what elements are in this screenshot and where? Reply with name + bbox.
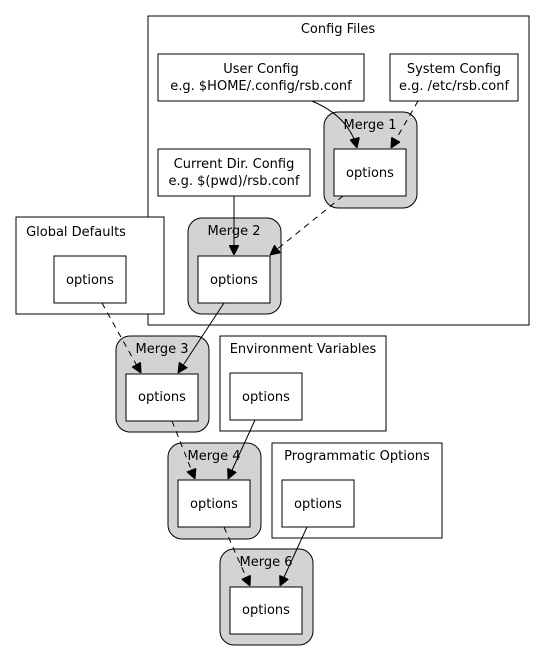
- cluster-environment-variables: Environment Variables options: [219, 335, 387, 432]
- cluster-global-defaults-label: Global Defaults: [26, 225, 126, 240]
- edge-environment-variables-to-merge-4: [228, 419, 256, 479]
- merge-4-cluster: Merge 4 options: [167, 442, 262, 540]
- edge-global-defaults-to-merge-3: [101, 302, 141, 373]
- cluster-environment-variables-label: Environment Variables: [230, 342, 377, 357]
- current-dir-config-title: Current Dir. Config: [174, 157, 295, 172]
- environment-variables-options-label: options: [242, 390, 290, 405]
- user-config-title: User Config: [223, 62, 298, 77]
- cluster-config-files-label: Config Files: [301, 22, 376, 37]
- edge-merge-1-to-merge-2: [270, 195, 344, 255]
- merge-6-options-label: options: [242, 603, 290, 618]
- edge-system-config-to-merge-1: [391, 100, 419, 148]
- merge-4-options-label: options: [190, 497, 238, 512]
- merge-4-label: Merge 4: [188, 449, 241, 464]
- edge-programmatic-options-to-merge-6: [280, 526, 308, 586]
- user-config-example: e.g. $HOME/.config/rsb.conf: [170, 79, 352, 94]
- merge-1-options-node: [333, 148, 407, 197]
- global-defaults-options-node: [53, 255, 127, 304]
- merge-6-options-node: [229, 586, 303, 635]
- merge-3-cluster: Merge 3 options: [115, 335, 210, 433]
- environment-variables-options-node: [229, 372, 303, 421]
- merge-4-options-node: [177, 479, 251, 528]
- merge-3-options-node: [125, 373, 199, 422]
- merge-2-cluster: Merge 2 options: [187, 217, 282, 315]
- programmatic-options-options-label: options: [294, 497, 342, 512]
- system-config-example: e.g. /etc/rsb.conf: [399, 79, 509, 94]
- cluster-programmatic-options-label: Programmatic Options: [284, 449, 430, 464]
- system-config-node: System Config e.g. /etc/rsb.conf: [389, 53, 519, 102]
- merge-1-options-label: options: [346, 166, 394, 181]
- system-config-title: System Config: [407, 62, 501, 77]
- merge-1-label: Merge 1: [344, 118, 397, 133]
- merge-2-options-label: options: [210, 273, 258, 288]
- current-dir-config-node: Current Dir. Config e.g. $(pwd)/rsb.conf: [157, 148, 311, 197]
- merge-3-options-label: options: [138, 390, 186, 405]
- merge-3-label: Merge 3: [136, 342, 189, 357]
- global-defaults-options-label: options: [66, 273, 114, 288]
- current-dir-config-example: e.g. $(pwd)/rsb.conf: [169, 174, 300, 189]
- programmatic-options-options-node: [281, 479, 355, 528]
- merge-1-cluster: Merge 1 options: [323, 111, 418, 209]
- merge-6-cluster: Merge 6 options: [219, 548, 314, 646]
- edge-user-config-to-merge-1: [311, 100, 357, 148]
- cluster-programmatic-options: Programmatic Options options: [271, 442, 443, 539]
- merge-2-options-node: [197, 255, 271, 304]
- user-config-node: User Config e.g. $HOME/.config/rsb.conf: [157, 53, 365, 102]
- cluster-global-defaults: Global Defaults options: [15, 216, 165, 315]
- merge-6-label: Merge 6: [240, 555, 293, 570]
- edge-merge-2-to-merge-3: [178, 302, 225, 373]
